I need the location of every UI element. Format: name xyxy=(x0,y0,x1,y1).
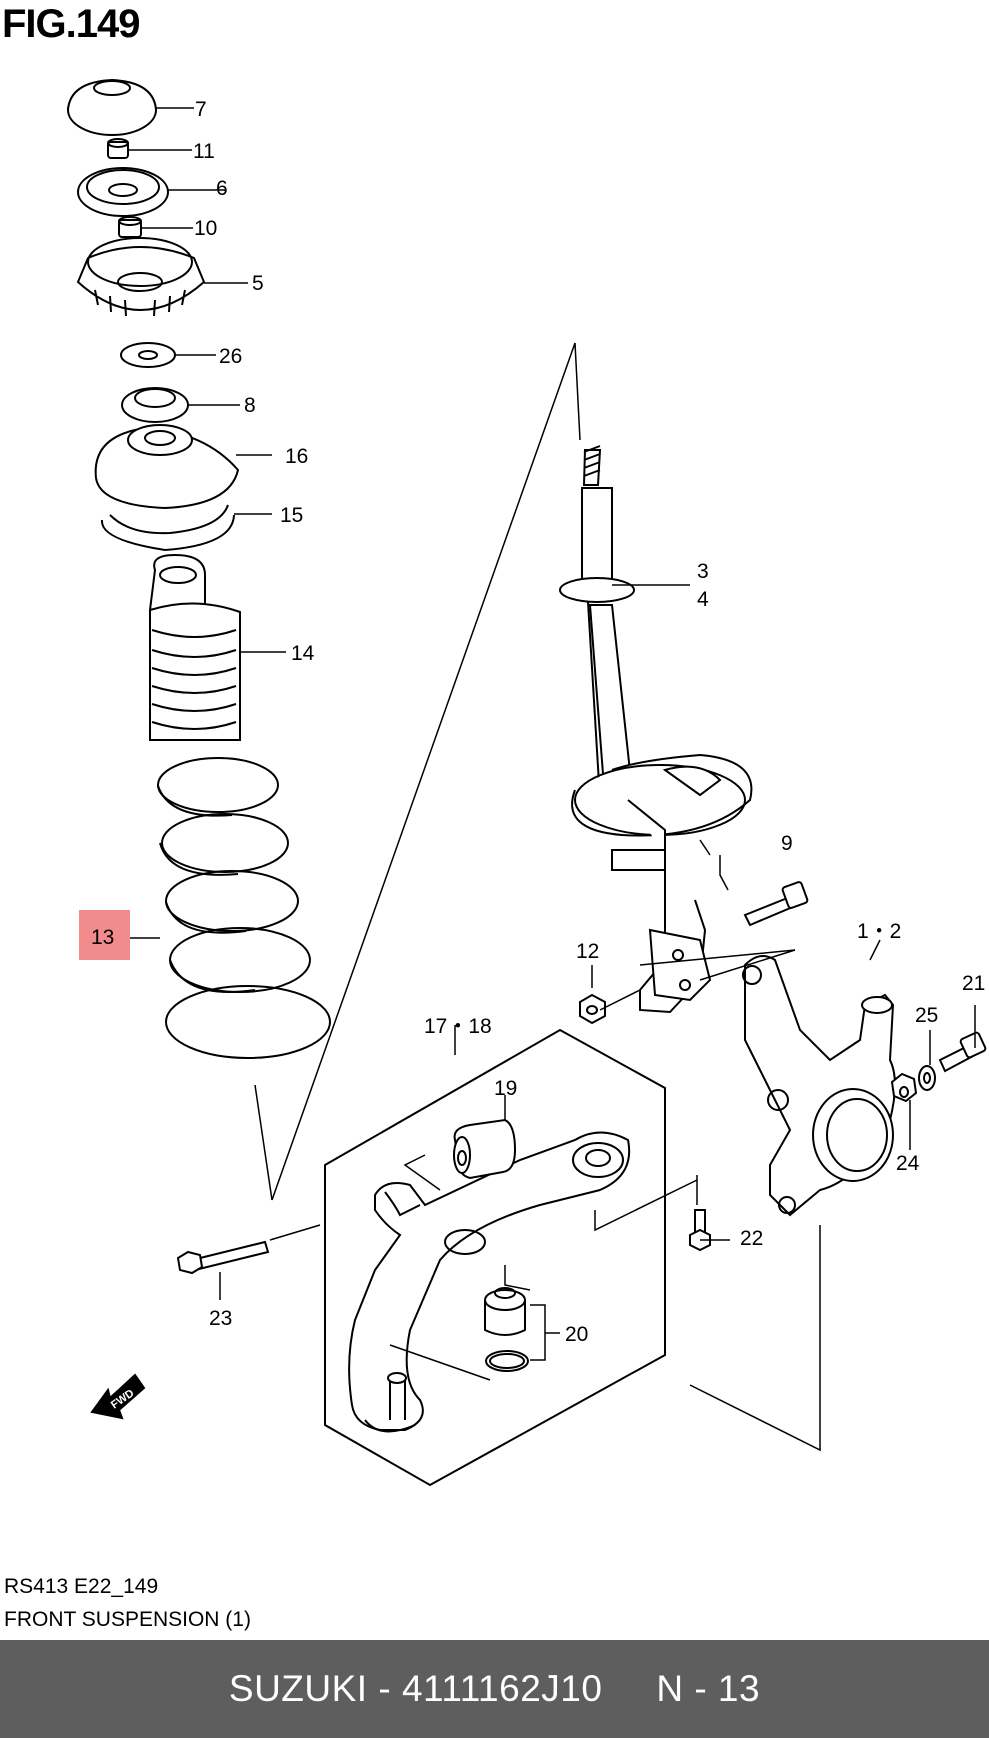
part-12-nut[interactable] xyxy=(579,993,606,1025)
callout-21[interactable]: 21 xyxy=(962,972,985,995)
footer-bar: SUZUKI - 4111162J10 N - 13 xyxy=(0,1640,989,1738)
leader-lines xyxy=(126,107,976,1452)
part-16-spring-seat[interactable] xyxy=(94,424,240,510)
callout-4[interactable]: 4 xyxy=(697,588,709,611)
callout-24[interactable]: 24 xyxy=(896,1152,920,1175)
callout-19[interactable]: 19 xyxy=(494,1077,517,1100)
part-17-18-lower-arm[interactable] xyxy=(324,1028,666,1487)
part-19-bushing[interactable] xyxy=(453,1118,517,1180)
part-14-boot[interactable] xyxy=(148,553,241,741)
part-7-cap[interactable] xyxy=(67,78,157,136)
callout-16[interactable]: 16 xyxy=(285,445,308,468)
callout-20[interactable]: 20 xyxy=(565,1323,588,1346)
part-23-bolt[interactable] xyxy=(176,1240,270,1275)
callout-6[interactable]: 6 xyxy=(216,177,228,200)
exploded-parts-diagram: 7 11 6 10 5 26 8 16 15 14 13 3 4 9 12 1・… xyxy=(67,78,987,1487)
highlight-13 xyxy=(79,910,130,960)
part-26-washer[interactable] xyxy=(120,342,176,368)
callout-11[interactable]: 11 xyxy=(193,140,215,163)
callout-17-18[interactable]: 17・18 xyxy=(424,1015,492,1038)
callout-23[interactable]: 23 xyxy=(209,1307,232,1330)
footer-text: SUZUKI - 4111162J10 N - 13 xyxy=(228,1668,761,1709)
part-24-nut[interactable] xyxy=(890,1072,918,1103)
fwd-arrow-icon: FWD xyxy=(90,1373,146,1420)
diagram-code: RS413 E22_149 xyxy=(4,1575,159,1598)
callout-14[interactable]: 14 xyxy=(291,642,315,665)
part-6-plate[interactable] xyxy=(77,167,169,217)
callout-9[interactable]: 9 xyxy=(781,832,793,855)
part-8-bearing[interactable] xyxy=(121,387,189,423)
part-22-bolt[interactable] xyxy=(689,1209,711,1252)
part-21-bolt[interactable] xyxy=(938,1031,987,1073)
part-13-coil-spring[interactable] xyxy=(157,757,331,1059)
callout-22[interactable]: 22 xyxy=(740,1227,763,1250)
part-15-insulator[interactable] xyxy=(101,504,235,552)
callout-25[interactable]: 25 xyxy=(915,1004,938,1027)
callout-5[interactable]: 5 xyxy=(252,272,264,295)
part-9-bolt[interactable] xyxy=(743,881,809,927)
part-10-nut[interactable] xyxy=(118,216,142,238)
figure-title: FIG.149 xyxy=(2,2,141,46)
callout-3[interactable]: 3 xyxy=(697,560,709,583)
callout-15[interactable]: 15 xyxy=(280,504,303,527)
diagram-name: FRONT SUSPENSION (1) xyxy=(4,1608,251,1631)
callout-8[interactable]: 8 xyxy=(244,394,256,417)
callout-1-2[interactable]: 1・2 xyxy=(857,920,901,943)
part-25-washer[interactable] xyxy=(918,1065,936,1091)
part-20-ball-joint-boot[interactable] xyxy=(484,1287,529,1372)
callout-26[interactable]: 26 xyxy=(219,345,242,368)
part-5-strut-mount[interactable] xyxy=(76,237,206,317)
part-1-2-knuckle[interactable] xyxy=(742,955,896,1217)
part-11-nut[interactable] xyxy=(107,138,129,159)
callout-10[interactable]: 10 xyxy=(194,217,217,240)
callout-12[interactable]: 12 xyxy=(576,940,599,963)
callout-7[interactable]: 7 xyxy=(195,98,207,121)
callout-13[interactable]: 13 xyxy=(91,926,114,949)
part-3-4-strut[interactable] xyxy=(559,445,753,1014)
